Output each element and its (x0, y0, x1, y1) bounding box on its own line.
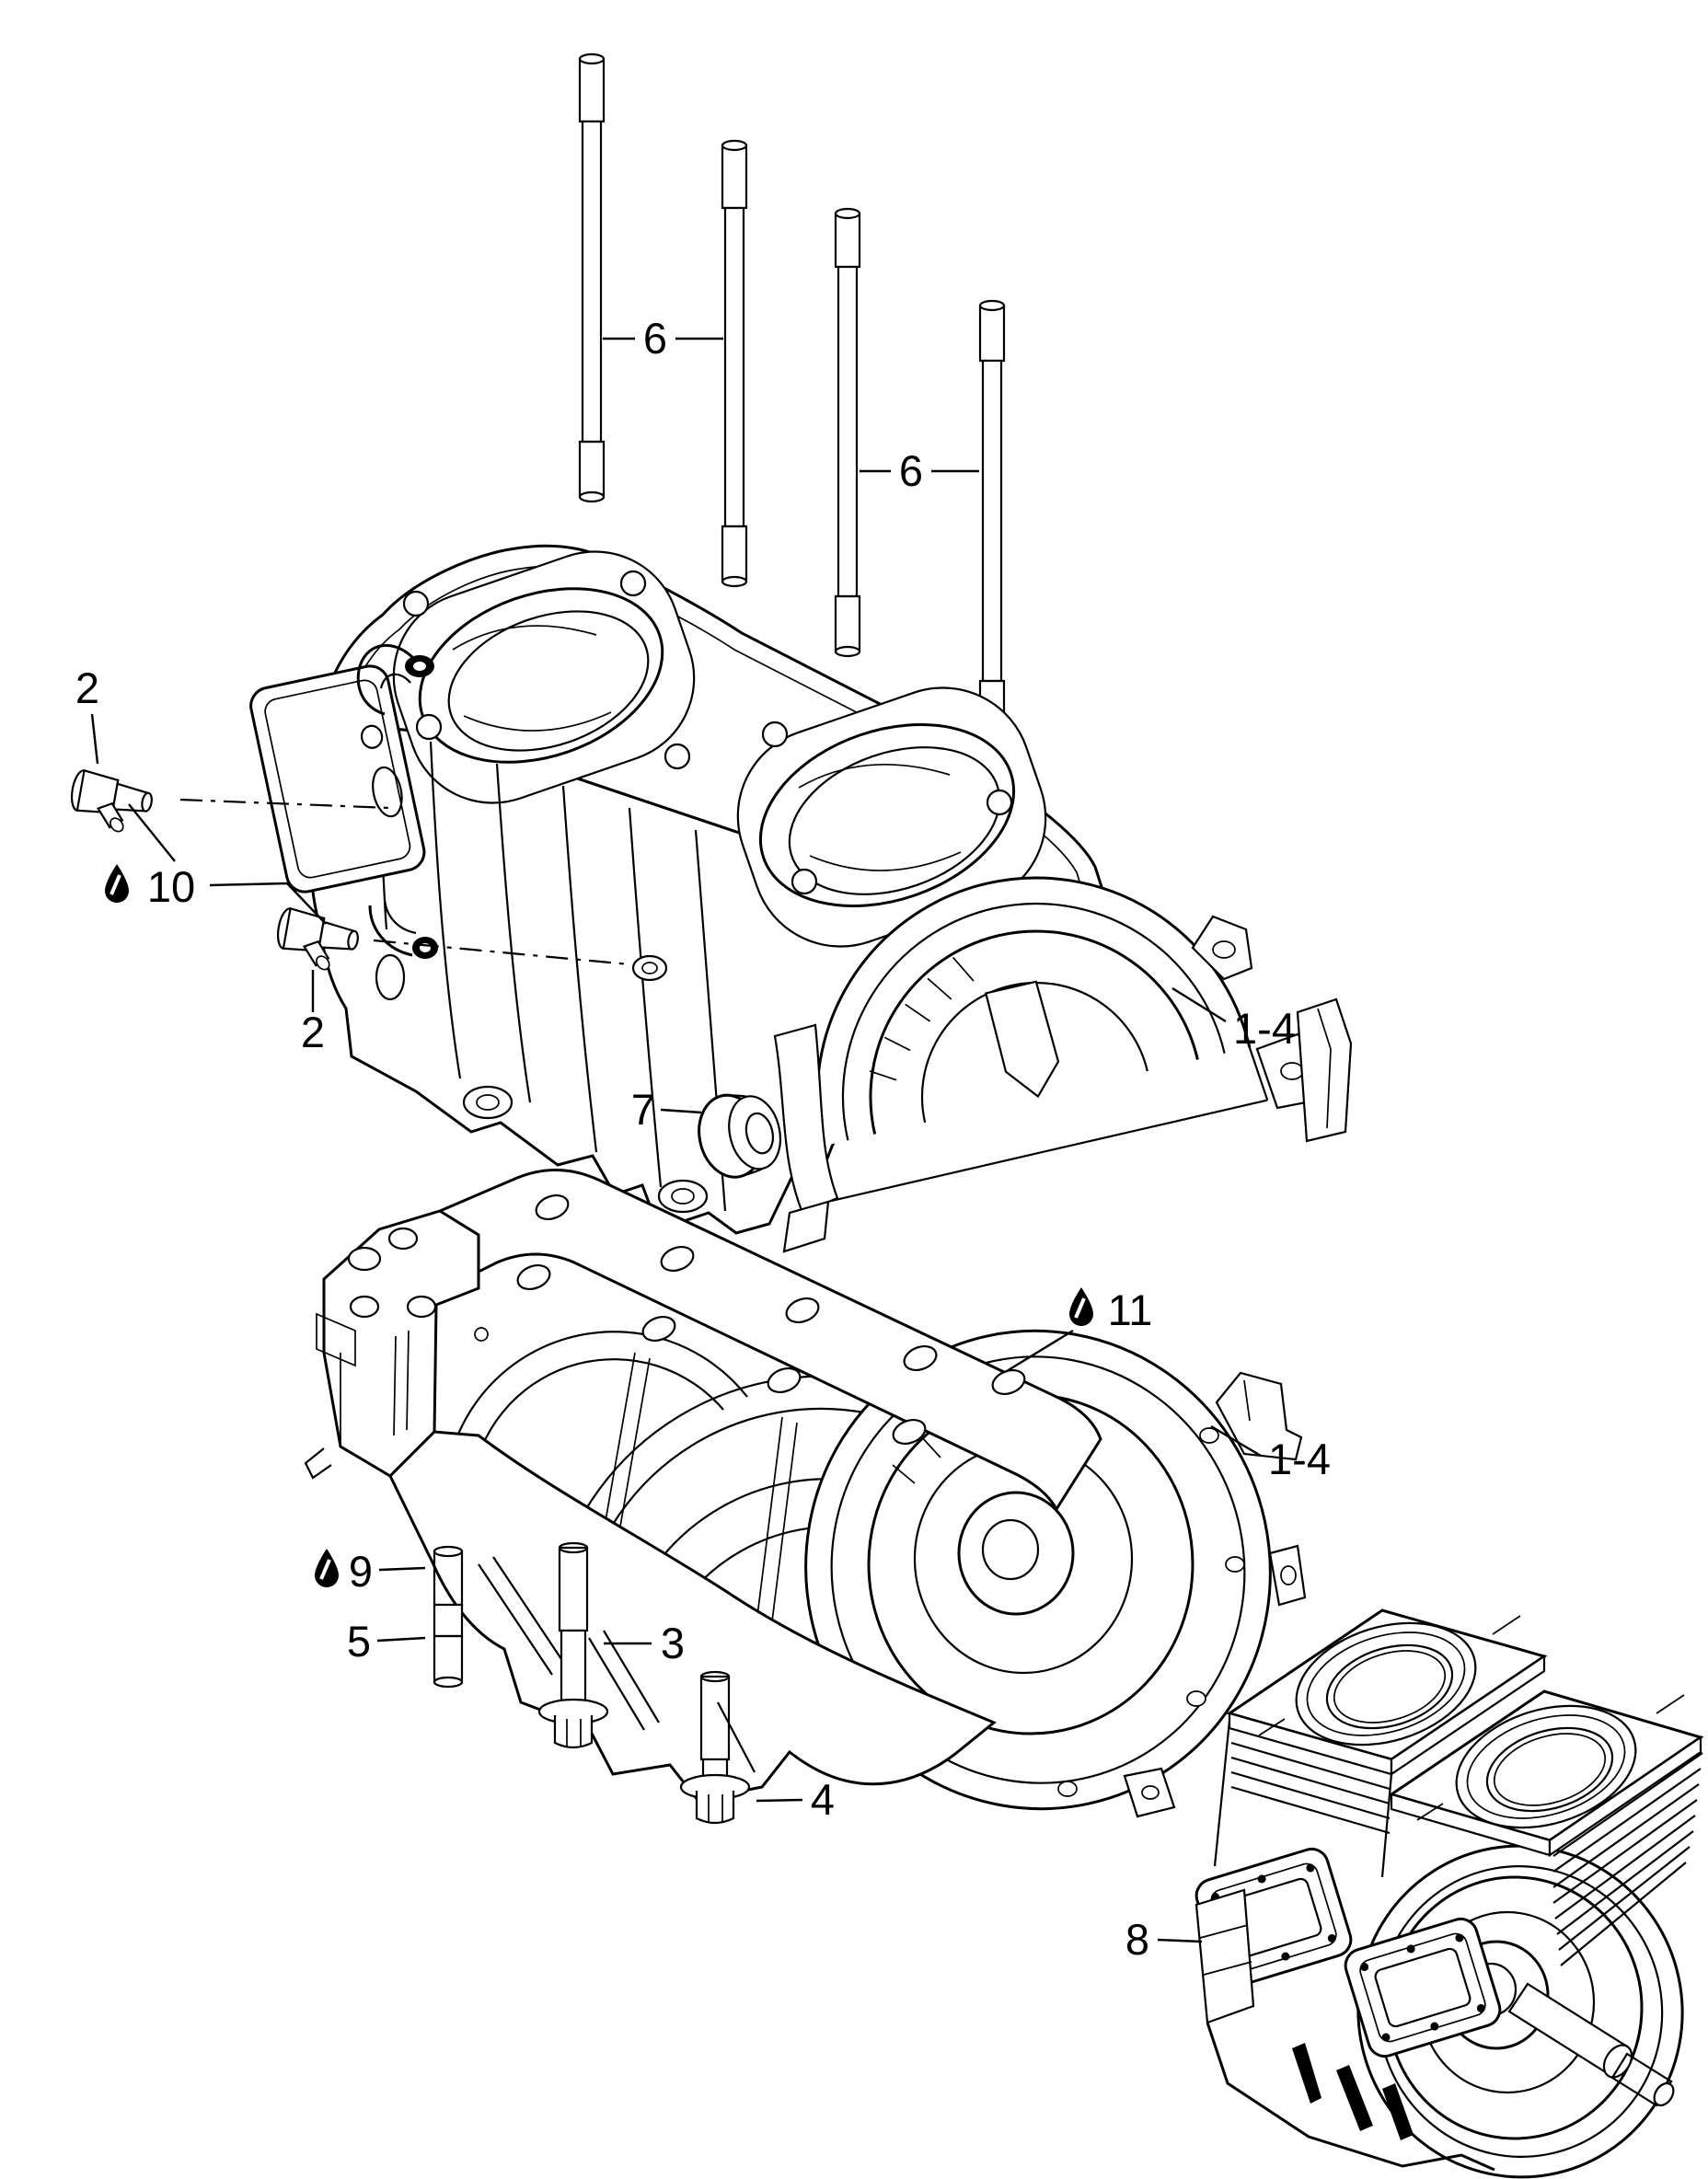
callout-6-front: 6 (603, 314, 723, 363)
cylinder-opening-rear (758, 722, 1016, 908)
callout-label-11: 11 (1108, 1285, 1153, 1334)
long-bolt-item3 (537, 1541, 609, 1749)
oil-chamber-box (249, 664, 426, 894)
callout-5: 5 (347, 1617, 426, 1666)
short-bolt-item4 (679, 1670, 751, 1825)
stud-2 (721, 139, 748, 588)
callout-2-lower: 2 (301, 970, 325, 1056)
fitting-lower (276, 906, 359, 971)
leader-line (209, 882, 327, 925)
leader-line (1006, 1329, 1074, 1373)
oil-drop-icon (313, 1547, 340, 1589)
upper-crankcase-half (249, 544, 1353, 1253)
alignment-line-upper-fitting (179, 798, 391, 810)
lower-hose-elbow (368, 899, 438, 959)
short-stud-item5 (433, 1545, 464, 1689)
callout-label-10: 10 (147, 862, 195, 911)
leader-line (1171, 986, 1227, 1023)
crankcase-plug (698, 1093, 781, 1179)
callout-label-6-rear: 6 (899, 446, 923, 495)
callout-label-8: 8 (1125, 1915, 1149, 1964)
upper-hose-elbow (356, 643, 434, 716)
leader-line (1210, 1424, 1262, 1458)
callout-1-4-lower: 1-4 (1210, 1424, 1331, 1483)
callout-label-4: 4 (811, 1775, 835, 1824)
stud-3 (834, 207, 861, 658)
callout-label-2-upper: 2 (75, 663, 99, 712)
callout-label-1-4-upper: 1-4 (1233, 1004, 1296, 1053)
leader-line (90, 713, 99, 765)
cylinder-head-deck-rear (1226, 1608, 1548, 1777)
callout-11: 11 (1006, 1285, 1153, 1373)
callout-6-rear: 6 (860, 446, 979, 495)
oil-drop-icon (103, 862, 131, 905)
reed-valve-flange-front (1344, 1917, 1502, 2058)
leader-line (376, 1636, 426, 1643)
crank-bearing-arch (815, 876, 1269, 1202)
callout-7: 7 (631, 1085, 702, 1134)
engine-assembly (1194, 1608, 1704, 2179)
leader-line (660, 1108, 702, 1114)
stud-1 (578, 52, 606, 503)
leader-line (128, 803, 176, 862)
callout-label-1-4-lower: 1-4 (1268, 1435, 1331, 1483)
callouts: 6 6 2 10 2 1-4 7 (75, 314, 1331, 1964)
callout-8: 8 (1125, 1915, 1203, 1964)
leader-line (756, 1798, 803, 1803)
leader-line (378, 1566, 426, 1572)
callout-label-2-lower: 2 (301, 1008, 325, 1056)
callout-2-upper: 2 (75, 663, 99, 765)
callout-label-9: 9 (349, 1547, 373, 1596)
callout-1-4-upper: 1-4 (1171, 986, 1296, 1053)
callout-9: 9 (313, 1547, 426, 1596)
callout-4: 4 (756, 1775, 835, 1824)
callout-label-3: 3 (661, 1619, 685, 1667)
flange-bolt-holes (516, 1193, 1026, 1446)
leader-line (1157, 1938, 1203, 1943)
crankcase-left-block (304, 1209, 489, 1480)
callout-label-7: 7 (631, 1085, 655, 1134)
callout-label-6-front: 6 (643, 314, 667, 363)
lower-crankcase-half (304, 1169, 1307, 1818)
oil-drop-icon (1068, 1285, 1095, 1328)
cylinder-studs (578, 52, 1006, 743)
callout-3: 3 (604, 1619, 685, 1667)
stud-4 (978, 299, 1006, 743)
callout-label-5: 5 (347, 1617, 371, 1666)
cylinder-head-deck-front (1388, 1689, 1704, 1858)
fitting-upper (70, 768, 153, 833)
callout-10: 10 (103, 803, 327, 925)
